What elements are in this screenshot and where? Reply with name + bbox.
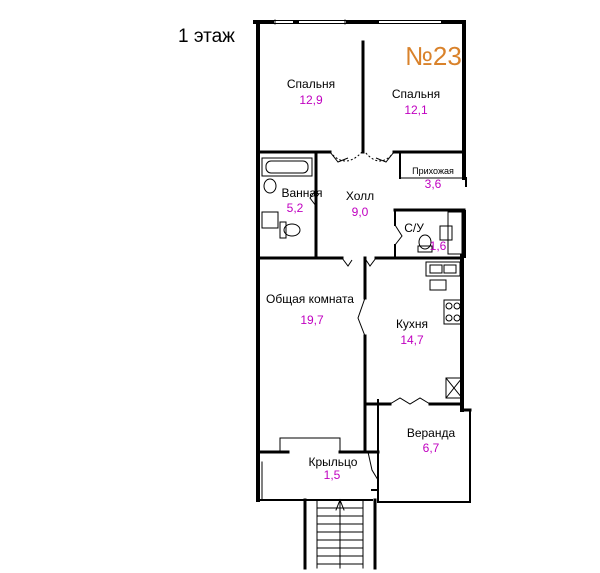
walls (253, 19, 472, 570)
fridge-icon (445, 377, 463, 399)
stairs (317, 507, 363, 565)
room-labels: Спальня 12,9 Спальня 12,1 Прихожая 3,6 В… (266, 77, 455, 482)
wc-toilet-icon (418, 234, 432, 250)
room-name-bedroom-1: Спальня (287, 77, 335, 91)
room-area-hallway: 3,6 (425, 177, 442, 191)
stove-icon (443, 299, 463, 325)
room-name-porch: Крыльцо (309, 455, 358, 469)
toilet-icon (283, 223, 301, 237)
apartment-number: №23 (405, 41, 462, 71)
room-area-bedroom-1: 12,9 (299, 93, 323, 107)
room-area-kitchen: 14,7 (400, 333, 424, 347)
room-area-porch: 1,5 (324, 468, 341, 482)
counter-icon (429, 279, 447, 291)
bathtub-icon (261, 157, 313, 177)
kitchen-sink-icon (425, 261, 461, 277)
room-name-veranda: Веранда (407, 426, 456, 440)
room-name-hall: Холл (346, 189, 374, 203)
fixtures (261, 157, 463, 399)
washer-icon (261, 211, 279, 229)
doors (309, 151, 431, 481)
room-area-hall: 9,0 (352, 205, 369, 219)
sink-icon (263, 178, 277, 194)
room-area-living-room: 19,7 (300, 313, 324, 327)
room-name-kitchen: Кухня (396, 317, 428, 331)
room-name-living-room: Общая комната (266, 292, 354, 306)
room-area-veranda: 6,7 (423, 441, 440, 455)
room-area-wc: 1,6 (430, 239, 447, 253)
room-area-bedroom-2: 12,1 (404, 103, 428, 117)
room-name-bathroom: Ванная (281, 186, 322, 200)
room-name-bedroom-2: Спальня (392, 87, 440, 101)
room-area-bathroom: 5,2 (287, 201, 304, 215)
room-name-wc: С/У (404, 221, 424, 235)
room-name-hallway: Прихожая (412, 166, 454, 176)
boiler-icon (447, 211, 463, 255)
floor-label: 1 этаж (178, 26, 235, 47)
